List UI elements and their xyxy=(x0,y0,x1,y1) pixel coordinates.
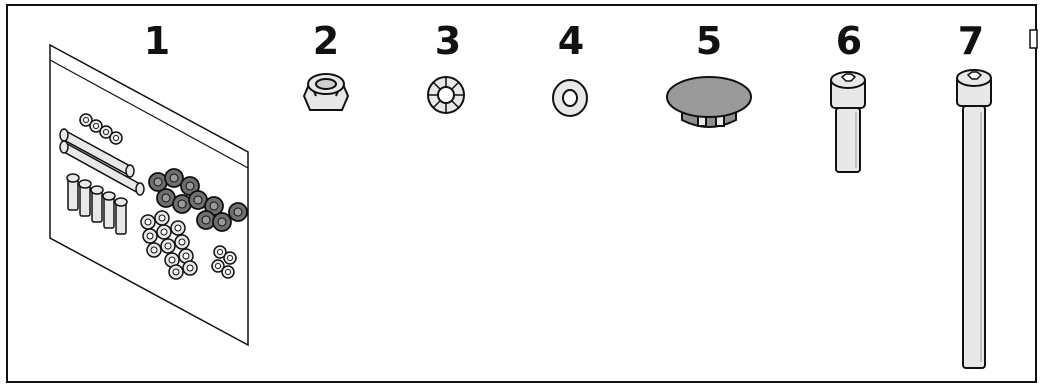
lock-nut-icon xyxy=(302,73,350,111)
part-number-7: 7 xyxy=(957,19,985,63)
part-number-6: 6 xyxy=(835,19,863,63)
cap-plug-icon xyxy=(666,76,752,128)
part-number-1: 1 xyxy=(143,19,171,63)
short-cap-screw-icon xyxy=(830,71,866,173)
part-number-5: 5 xyxy=(695,19,723,63)
hardware-bag-icon xyxy=(49,43,249,347)
part-number-3: 3 xyxy=(434,19,462,63)
long-cap-screw-icon xyxy=(956,69,992,369)
corner-marker xyxy=(1029,29,1038,49)
lock-washer-icon xyxy=(427,76,465,114)
part-number-4: 4 xyxy=(557,19,585,63)
flat-washer-icon xyxy=(552,79,588,117)
part-number-2: 2 xyxy=(312,19,340,63)
